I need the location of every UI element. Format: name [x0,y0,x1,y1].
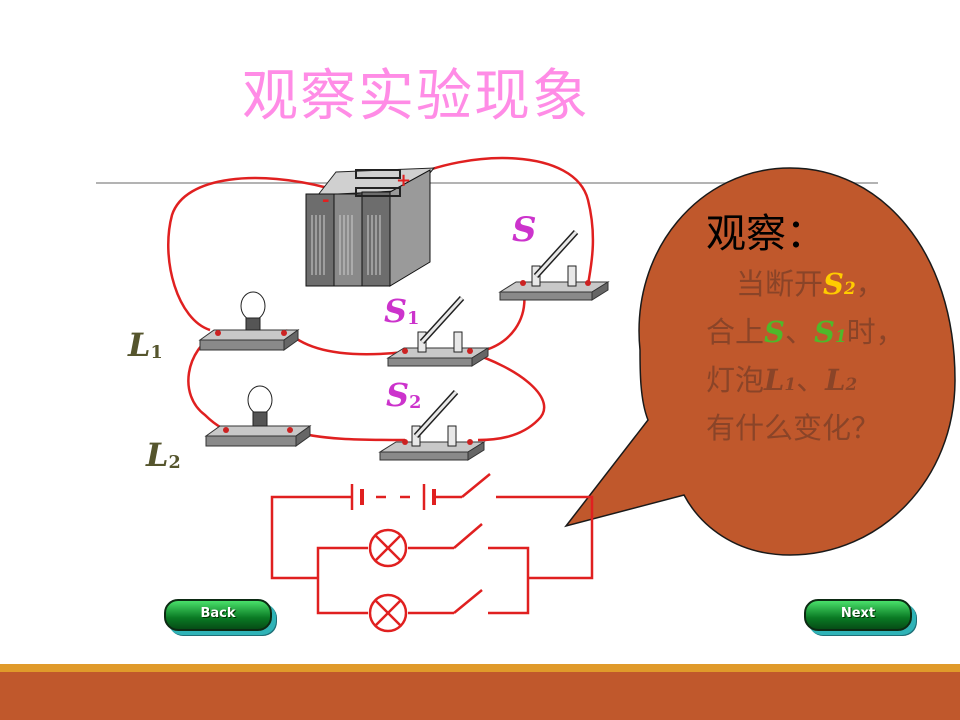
bubble-line2-s: S [764,315,785,349]
bubble-line2-s1-sub: 1 [834,326,847,346]
bubble-text: 观察： 当断开S2， 合上S、S1时， 灯泡L1、L2 有什么变化？ [706,206,946,450]
bubble-line-2: 合上S、S1时， [706,310,946,358]
schematic-diagram [270,473,594,633]
switch-s2 [378,389,486,461]
switch-s1-subscript: 1 [407,307,420,329]
switch-s2-letter: S [386,376,410,414]
switch-s-letter: S [512,210,537,250]
bubble-line1-pre: 当断开 [736,267,824,301]
next-button[interactable]: Next [804,599,912,631]
bubble-line2-pre: 合上 [706,315,765,349]
lamp-l2-subscript: 2 [168,451,181,473]
lamp-l1-label: L1 [128,326,163,364]
battery-plus-sign: + [396,170,411,191]
bubble-line-4: 有什么变化？ [706,411,881,445]
switch-s1-letter: S [384,292,408,330]
bubble-line3-l1: L [764,363,785,397]
slide-title: 观察实验现象 [242,64,590,129]
bubble-heading: 观察： [706,211,826,257]
battery-minus-sign: - [322,190,329,211]
back-button[interactable]: Back [164,599,272,631]
speech-bubble [564,167,956,556]
bubble-line2-mid: 、 [784,315,814,349]
bubble-line2-post: 时， [846,315,905,349]
switch-s1 [386,295,490,367]
bubble-line3-l2-sub: 2 [845,374,858,394]
bubble-line-3: 灯泡L1、L2 [706,358,946,406]
battery: - + [305,167,436,287]
switch-s1-label: S1 [384,292,419,330]
bubble-line-1: 当断开S2， [706,262,946,310]
lamp-l2-letter: L [146,436,169,474]
bubble-line1-post: ， [855,267,885,301]
switch-s2-label: S2 [386,376,421,414]
switch-s [498,229,610,301]
lamp-l1-subscript: 1 [150,341,163,363]
bubble-line1-s: S [823,267,844,301]
bubble-line1-sub: 2 [843,278,856,298]
bubble-line3-l1-sub: 1 [784,374,797,394]
lamp-l1-letter: L [128,326,151,364]
bubble-line3-pre: 灯泡 [706,363,765,397]
footer-band [0,672,960,720]
lamp-l2-label: L2 [146,436,181,474]
footer-band-thin [0,664,960,672]
bubble-line3-l2: L [825,363,846,397]
switch-s-label: S [512,210,537,250]
bubble-line2-s1: S [813,315,835,349]
switch-s2-subscript: 2 [409,391,422,413]
lamp-l2 [204,385,312,447]
lamp-l1 [198,291,300,351]
bubble-line3-mid: 、 [796,363,826,397]
